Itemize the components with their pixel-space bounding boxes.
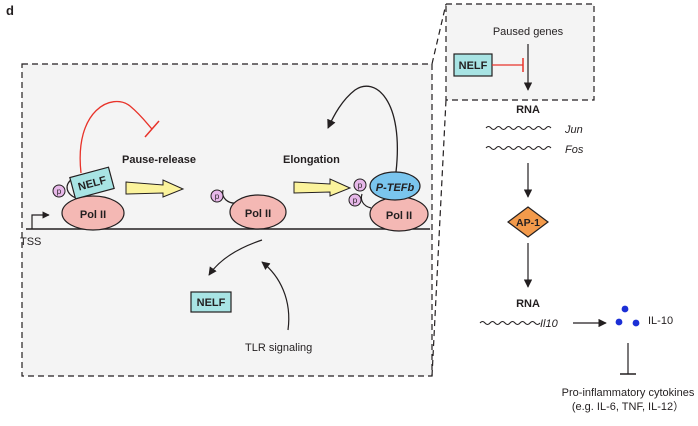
ptefb-ellipse <box>369 171 421 201</box>
fos-rna-wave <box>485 146 552 150</box>
phospho-circle-3a <box>353 178 367 192</box>
pol2-ellipse-2 <box>229 194 287 230</box>
nelf-label-right: NELF <box>459 60 488 72</box>
ptefb-to-elongation-arrow <box>327 85 398 173</box>
tss-label: TSS <box>20 236 41 248</box>
released-complex: Pol II p <box>210 189 287 230</box>
elongating-complex: Pol II P-TEFb p p <box>348 171 429 232</box>
paused-complex: Pol II NELF p <box>52 166 125 231</box>
pol2-ellipse-1 <box>61 195 125 231</box>
nascent-rna-3 <box>360 193 372 209</box>
phospho-circle-1 <box>52 184 66 198</box>
tss-arrow <box>31 211 50 229</box>
yellow-arrow-1 <box>125 179 185 198</box>
ptefb-label: P-TEFb <box>376 182 415 194</box>
phospho-label-2: p <box>215 192 220 201</box>
zoom-connector-top <box>431 3 447 65</box>
pol2-label-1: Pol II <box>80 209 106 221</box>
tlr-label: TLR signaling <box>245 342 312 354</box>
nelf-label-free: NELF <box>197 297 226 309</box>
rna-bottom-label: RNA <box>516 298 540 310</box>
paused-genes-box <box>445 3 595 101</box>
pause-release-label: Pause-release <box>122 154 196 166</box>
il10-protein-label: IL-10 <box>648 315 673 327</box>
nelf-inhibition-line <box>79 101 153 174</box>
pol2-label-2: Pol II <box>245 208 271 220</box>
il10-dot-1 <box>621 305 629 313</box>
ap1-label: AP-1 <box>516 217 540 229</box>
zoom-connector-bottom <box>431 99 447 377</box>
phospho-circle-3b <box>348 193 362 207</box>
jun-rna-wave <box>485 126 552 130</box>
il10-rna-wave <box>479 321 541 325</box>
elongation-label: Elongation <box>283 154 340 166</box>
phospho-circle-2 <box>210 189 224 203</box>
phospho-label-1: p <box>57 187 62 196</box>
nelf-release-arrow <box>208 239 263 276</box>
jun-label: Jun <box>564 124 583 136</box>
rna-top-label: RNA <box>516 104 540 116</box>
il10-gene-label: Il10 <box>540 318 559 330</box>
nelf-box-free <box>190 291 232 313</box>
nelf-box-1 <box>69 166 115 200</box>
tlr-arrow <box>261 261 290 331</box>
il10-dot-2 <box>615 318 623 326</box>
phospho-label-3a: p <box>358 181 363 190</box>
inhibition-bar-red <box>144 120 160 138</box>
cytokines-line2: (e.g. IL-6, TNF, IL-12） <box>572 400 684 413</box>
panel-label: d <box>6 3 14 18</box>
fos-label: Fos <box>565 144 584 156</box>
phospho-label-3b: p <box>353 196 358 205</box>
cytokines-line1: Pro-inflammatory cytokines <box>562 387 695 399</box>
il10-dot-3 <box>632 319 640 327</box>
paused-genes-label: Paused genes <box>493 26 564 38</box>
ap1-diamond <box>507 206 549 238</box>
yellow-arrow-2 <box>293 178 352 197</box>
pol2-label-3: Pol II <box>386 210 412 222</box>
